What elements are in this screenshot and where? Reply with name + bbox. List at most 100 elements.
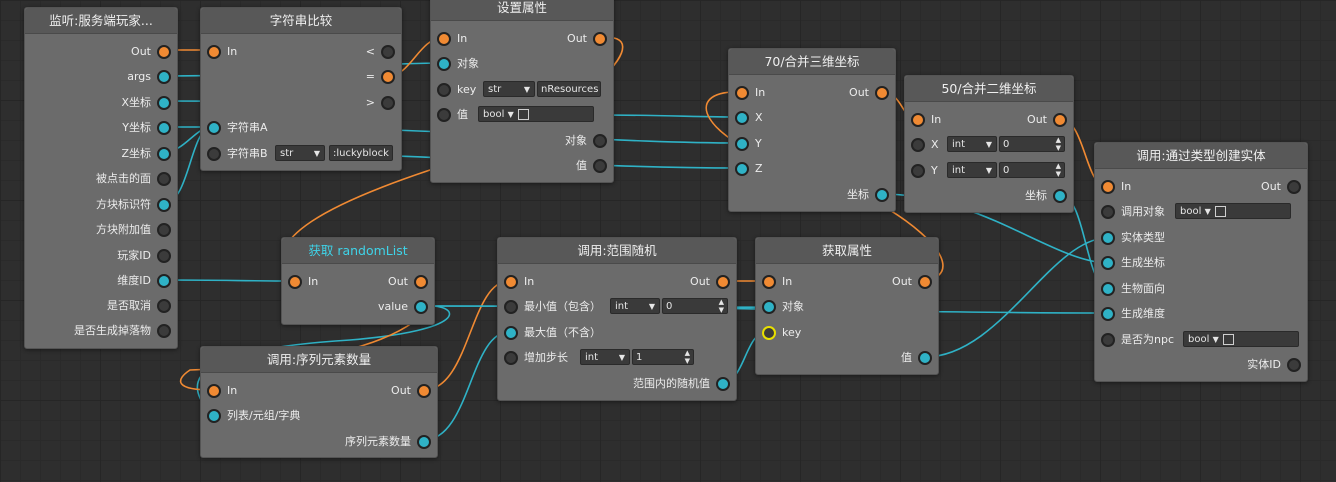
data-pin-icon[interactable]	[1101, 282, 1115, 296]
checkbox[interactable]	[1214, 205, 1226, 217]
exec-pin-icon[interactable]	[381, 45, 395, 59]
pin-spawn-pos[interactable]: 生成坐标	[1101, 253, 1165, 273]
checkbox[interactable]	[517, 108, 529, 120]
min-value-field[interactable]: 0▲▼	[662, 298, 728, 314]
node-merge-vec3[interactable]: 70/合并三维坐标 In Out X Y Z 坐标	[728, 48, 896, 212]
pin-max[interactable]: 最大值（不含）	[504, 323, 601, 343]
pin-coord[interactable]: 坐标	[1025, 186, 1067, 206]
exec-pin-icon[interactable]	[1101, 180, 1115, 194]
exec-pin-icon[interactable]	[207, 384, 221, 398]
pin-in[interactable]: In	[504, 272, 534, 292]
pin-in[interactable]: In	[207, 381, 237, 401]
pin-cancel[interactable]: 是否取消	[107, 296, 171, 316]
exec-pin-icon[interactable]	[875, 86, 889, 100]
pin-in[interactable]: In	[911, 110, 941, 130]
data-pin-icon[interactable]	[735, 137, 749, 151]
data-pin-icon[interactable]	[157, 198, 171, 212]
pin-y[interactable]: Y坐标	[122, 118, 171, 138]
data-pin-icon[interactable]	[875, 188, 889, 202]
data-pin-icon[interactable]	[1101, 307, 1115, 321]
pin-entity-type[interactable]: 实体类型	[1101, 228, 1165, 248]
data-pin-icon[interactable]	[414, 300, 428, 314]
x-value-field[interactable]: 0▲▼	[999, 136, 1065, 152]
bool-select[interactable]: bool ▼	[1175, 203, 1291, 219]
pin-string-a[interactable]: 字符串A	[207, 118, 268, 138]
stepper-icon[interactable]: ▲▼	[1055, 162, 1061, 178]
pin-key[interactable]: key	[762, 323, 801, 343]
pin-drop[interactable]: 是否生成掉落物	[74, 321, 171, 341]
data-pin-icon[interactable]	[735, 111, 749, 125]
pin-value[interactable]: value	[378, 297, 428, 317]
type-select[interactable]: int▼	[580, 349, 630, 365]
pin-x[interactable]: X	[735, 108, 763, 128]
data-pin-icon[interactable]	[207, 409, 221, 423]
pin-in[interactable]: In	[437, 29, 467, 49]
pin-args[interactable]: args	[127, 67, 171, 87]
data-pin-icon[interactable]	[157, 249, 171, 263]
pin-is-npc[interactable]: 是否为npc	[1101, 330, 1174, 350]
exec-pin-icon[interactable]	[381, 70, 395, 84]
data-pin-icon[interactable]	[735, 162, 749, 176]
exec-pin-icon[interactable]	[1287, 180, 1301, 194]
pin-in[interactable]: In	[735, 83, 765, 103]
pin-value[interactable]: 值	[437, 105, 468, 125]
pin-list[interactable]: 列表/元组/字典	[207, 406, 300, 426]
pin-object[interactable]: 对象	[437, 54, 479, 74]
pin-x[interactable]: X坐标	[121, 93, 171, 113]
data-pin-icon[interactable]	[593, 159, 607, 173]
pin-greater[interactable]: >	[366, 93, 395, 113]
pin-z[interactable]: Z坐标	[121, 144, 171, 164]
pin-entity-id[interactable]: 实体ID	[1247, 355, 1301, 375]
data-pin-icon[interactable]	[207, 147, 221, 161]
pin-out[interactable]: Out	[892, 272, 932, 292]
pin-out[interactable]: Out	[131, 42, 171, 62]
node-merge-vec2[interactable]: 50/合并二维坐标 In Out X int▼ 0▲▼ Y int▼ 0▲▼ 坐…	[904, 75, 1074, 213]
pin-step[interactable]: 增加步长	[504, 348, 568, 368]
pin-string-b[interactable]: 字符串B	[207, 144, 268, 164]
stepper-icon[interactable]: ▲▼	[684, 349, 690, 365]
pin-out[interactable]: Out	[849, 83, 889, 103]
pin-out[interactable]: Out	[690, 272, 730, 292]
data-pin-icon[interactable]	[157, 274, 171, 288]
pin-out[interactable]: Out	[391, 381, 431, 401]
pin-z[interactable]: Z	[735, 159, 763, 179]
type-select[interactable]: int▼	[947, 162, 997, 178]
pin-block-id[interactable]: 方块标识符	[96, 195, 171, 215]
data-pin-icon[interactable]	[911, 164, 925, 178]
exec-pin-icon[interactable]	[911, 113, 925, 127]
exec-pin-icon[interactable]	[504, 275, 518, 289]
pin-object[interactable]: 对象	[762, 297, 804, 317]
data-pin-icon[interactable]	[157, 324, 171, 338]
data-pin-icon[interactable]	[504, 326, 518, 340]
bool-select[interactable]: bool ▼	[1183, 331, 1299, 347]
data-pin-icon[interactable]	[437, 108, 451, 122]
node-listen-player-event[interactable]: 监听:服务端玩家... Out args X坐标 Y坐标 Z坐标 被点击的面 方…	[24, 7, 178, 349]
pin-result[interactable]: 范围内的随机值	[633, 374, 730, 394]
exec-pin-icon[interactable]	[414, 275, 428, 289]
pin-in[interactable]: In	[762, 272, 792, 292]
node-create-entity[interactable]: 调用:通过类型创建实体 In Out 调用对象 bool ▼ 实体类型 生成坐标…	[1094, 142, 1308, 382]
data-pin-icon[interactable]	[1287, 358, 1301, 372]
checkbox[interactable]	[1222, 333, 1234, 345]
pin-x[interactable]: X	[911, 135, 939, 155]
exec-pin-icon[interactable]	[381, 96, 395, 110]
exec-pin-icon[interactable]	[735, 86, 749, 100]
data-pin-icon[interactable]	[157, 96, 171, 110]
data-pin-icon[interactable]	[437, 57, 451, 71]
pin-y[interactable]: Y	[735, 134, 762, 154]
pin-in[interactable]: In	[1101, 177, 1131, 197]
type-select[interactable]: int▼	[610, 298, 660, 314]
data-pin-icon[interactable]	[918, 351, 932, 365]
type-select[interactable]: str▼	[275, 145, 325, 161]
data-pin-icon[interactable]	[1053, 189, 1067, 203]
exec-pin-icon[interactable]	[762, 275, 776, 289]
node-range-random[interactable]: 调用:范围随机 In Out 最小值（包含） int▼ 0▲▼ 最大值（不含） …	[497, 237, 737, 401]
pin-player-id[interactable]: 玩家ID	[117, 246, 171, 266]
data-pin-icon[interactable]	[1101, 205, 1115, 219]
step-value-field[interactable]: 1▲▼	[632, 349, 694, 365]
node-set-attribute[interactable]: 设置属性 In Out 对象 key str▼ nResources 值 boo…	[430, 0, 614, 183]
pin-aux[interactable]: 方块附加值	[96, 220, 171, 240]
pin-out[interactable]: Out	[1027, 110, 1067, 130]
pin-face[interactable]: 被点击的面	[96, 169, 171, 189]
exec-pin-icon[interactable]	[1053, 113, 1067, 127]
